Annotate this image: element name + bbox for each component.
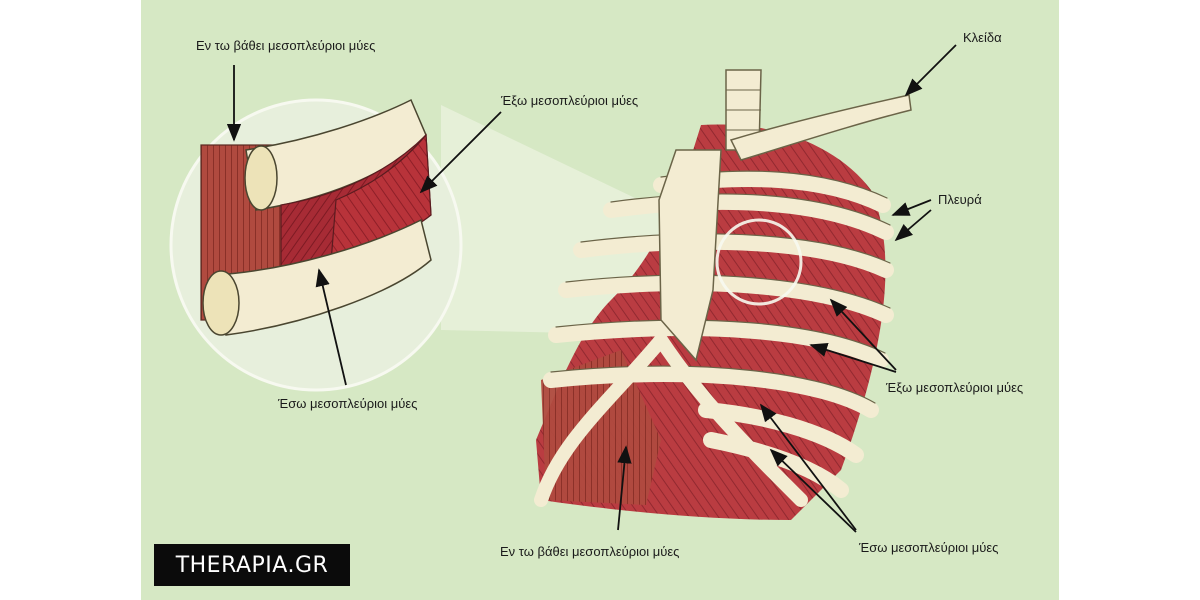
label-internal-intercostal-left: Έσω μεσοπλεύριοι μύες (278, 396, 417, 411)
label-deep-intercostal-top: Εν τω βάθει μεσοπλεύριοι μύες (196, 38, 375, 53)
label-external-intercostal-right: Έξω μεσοπλεύριοι μύες (886, 380, 1023, 395)
diagram-panel: Εν τω βάθει μεσοπλεύριοι μύες Έξω μεσοπλ… (141, 0, 1059, 600)
ribcage (536, 70, 911, 520)
label-internal-intercostal-right: Έσω μεσοπλεύριοι μύες (859, 540, 998, 555)
brand-watermark: THERAPIA.GR (154, 544, 350, 586)
label-clavicle: Κλείδα (963, 30, 1002, 45)
magnified-detail (171, 100, 461, 390)
label-external-intercostal-top: Έξω μεσοπλεύριοι μύες (501, 93, 638, 108)
label-deep-intercostal-bottom: Εν τω βάθει μεσοπλεύριοι μύες (500, 544, 679, 559)
label-rib: Πλευρά (938, 192, 982, 207)
ribcage-illustration (141, 0, 1059, 600)
